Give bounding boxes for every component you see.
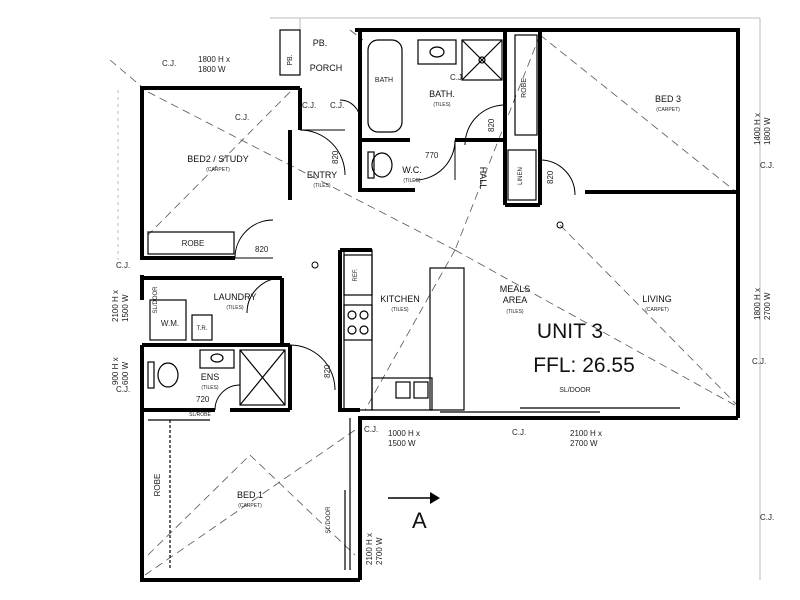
fixture-robe-bed2: ROBE [182, 239, 205, 248]
toilet [371, 152, 393, 178]
fixture-wm: W.M. [161, 319, 179, 328]
section-marker-label: A [412, 508, 427, 533]
dim-laundry-window-h: 2100 H x [111, 290, 120, 322]
fixture-bath: BATH [375, 77, 393, 84]
room-label-wc: W.C. [402, 165, 422, 175]
dim-bed1-window-h: 2100 H x [365, 533, 374, 565]
dim-porch-window-h: 1800 H x [198, 55, 230, 64]
unit-title: UNIT 3 [537, 320, 603, 343]
room-label-bath: BATH. [429, 89, 455, 99]
room-label-porch: PORCH [310, 63, 343, 73]
fixture-lines [147, 29, 680, 570]
dim-living-window-h: 1800 H x [753, 288, 762, 320]
bath-tub [367, 39, 403, 133]
dim-laundry-window-w: 1500 W [121, 294, 130, 322]
room-finish-bed3: (CARPET) [656, 107, 680, 113]
room-label-bed1: BED 1 [237, 490, 263, 500]
dim-bed2-door: 820 [255, 245, 269, 254]
dim-bed1-window-w: 2700 W [375, 537, 384, 565]
dim-bath-door: 820 [487, 118, 496, 132]
fixture-pb-entry: PB. [287, 54, 294, 65]
fixture-linen: LINEN [518, 167, 524, 185]
fixture-sl-door-bed1: SL/DOOR [326, 506, 332, 534]
room-label-meals-2: AREA [503, 295, 528, 305]
room-finish-living: (CARPET) [645, 307, 669, 313]
dim-ens-door: 720 [196, 395, 210, 404]
cj-label: C.J. [116, 261, 130, 270]
room-label-ens: ENS [201, 372, 220, 382]
door-swings [214, 99, 576, 411]
dim-ens-window-h: 900 H x [111, 357, 120, 385]
cj-label: C.J. [760, 161, 774, 170]
fixture-robe-bed3: ROBE [521, 78, 528, 98]
dim-bed3-window-w: 1800 W [763, 117, 772, 145]
fixture-sl-door-laundry: SL/DOOR [153, 286, 159, 314]
fixture-sl-robe: SL/ROBE [189, 412, 211, 418]
cj-label: C.J. [235, 113, 249, 122]
dim-entry-door: 820 [331, 150, 340, 164]
room-finish-meals: (TILES) [506, 309, 524, 315]
dim-porch-window-w: 1800 W [198, 65, 226, 74]
room-label-bed2: BED2 / STUDY [187, 154, 249, 164]
room-label-entry: ENTRY [307, 170, 337, 180]
dim-living-window-w: 2700 W [763, 292, 772, 320]
fixture-sl-door-meals: SL/DOOR [559, 387, 591, 394]
cj-label: C.J. [330, 101, 344, 110]
faint-reference-lines [117, 17, 761, 580]
room-finish-ens: (TILES) [201, 385, 219, 391]
cj-label: C.J. [116, 385, 130, 394]
room-finish-kitchen: (TILES) [391, 307, 409, 313]
cj-label: C.J. [364, 425, 378, 434]
dim-meals-window-w: 2700 W [570, 439, 598, 448]
cj-label: C.J. [512, 428, 526, 437]
dim-ens-window-w: 600 W [121, 361, 130, 385]
fixture-pb-porch: PB. [313, 38, 328, 48]
room-label-laundry: LAUNDRY [214, 292, 257, 302]
cj-label: C.J. [752, 357, 766, 366]
cj-label: C.J. [302, 101, 316, 110]
room-finish-bed2: (CARPET) [206, 167, 230, 173]
fixture-ref: REF. [353, 268, 359, 281]
dim-wc-door: 770 [425, 151, 439, 160]
room-finish-laundry: (TILES) [226, 305, 244, 311]
dim-kitchen-door: 820 [323, 364, 332, 378]
room-label-kitchen: KITCHEN [380, 294, 420, 304]
dim-linen-door: 820 [546, 170, 555, 184]
room-label-hall: HALL [478, 167, 488, 190]
cj-label: C.J. [162, 59, 176, 68]
fixture-robe-bed1: ROBE [153, 474, 162, 497]
dim-kitchen-window-w: 1500 W [388, 439, 416, 448]
cj-label: C.J. [450, 73, 464, 82]
room-label-bed3: BED 3 [655, 94, 681, 104]
room-label-living: LIVING [642, 294, 672, 304]
room-label-meals-1: MEALS [500, 284, 531, 294]
dim-bed3-window-h: 1400 H x [753, 113, 762, 145]
unit-ffl: FFL: 26.55 [533, 354, 635, 377]
fixture-tr: T.R. [197, 326, 208, 332]
dim-kitchen-window-h: 1000 H x [388, 429, 420, 438]
cj-label: C.J. [760, 513, 774, 522]
section-marker: A [388, 492, 440, 533]
room-finish-entry: (TILES) [313, 183, 331, 189]
smoke-detectors [311, 221, 564, 269]
room-finish-bath: (TILES) [433, 102, 451, 108]
room-finish-bed1: (CARPET) [238, 503, 262, 509]
dim-meals-window-h: 2100 H x [570, 429, 602, 438]
room-finish-wc: (TILES) [403, 178, 421, 184]
